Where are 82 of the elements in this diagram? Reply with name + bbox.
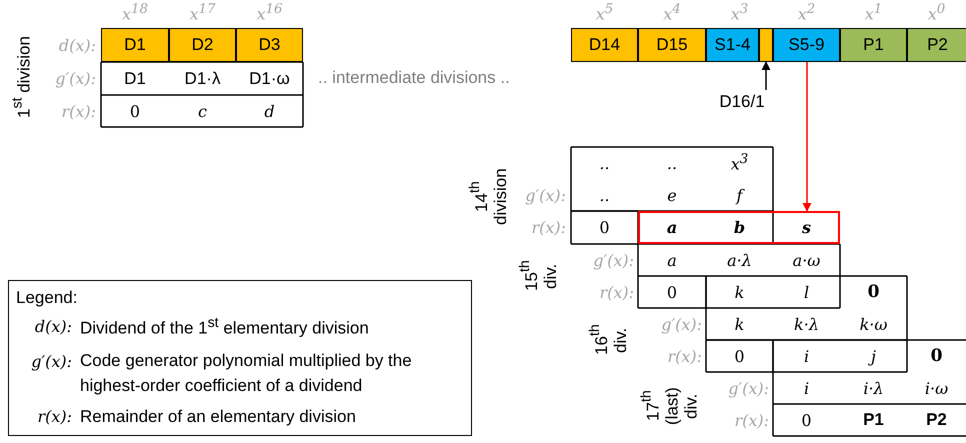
row-label: g′(x): xyxy=(727,378,769,400)
exponent-label: x$^{17}$ xyxy=(188,1,216,26)
row-label: g′(x): xyxy=(54,68,96,90)
pointer-label: D16/1 xyxy=(712,90,772,114)
coefficient-value: a·λ xyxy=(726,250,753,272)
row-label: g′(x): xyxy=(660,314,702,336)
coefficient-value: .. xyxy=(598,152,611,174)
coefficient-value: f xyxy=(706,179,773,211)
coefficient-value: P1 xyxy=(862,409,885,431)
symbol-block: D3 xyxy=(236,28,303,62)
coefficient-value: a xyxy=(666,217,678,239)
highlight-frame xyxy=(638,211,840,244)
symbol-block: D15 xyxy=(638,28,706,62)
coefficient-value: i xyxy=(802,378,810,400)
division-label: 17$^{th}$ (last) div. xyxy=(638,386,702,427)
legend-title: Legend: xyxy=(16,286,78,308)
ellipsis-note: .. intermediate divisions .. xyxy=(318,67,511,89)
coefficient-value: k·λ xyxy=(793,314,820,336)
legend-description: Dividend of the 1$^{st}$ elementary division xyxy=(80,314,370,340)
exponent-label: x$^{5}$ xyxy=(594,1,614,26)
division-label: 16$^{th}$ div. xyxy=(586,324,630,358)
coefficient-value: a·ω xyxy=(792,250,822,272)
coefficient-value: D1·λ xyxy=(184,68,222,90)
exponent-label: x$^{1}$ xyxy=(864,1,884,26)
exponent-label: x$^{3}$ xyxy=(730,151,750,176)
arrow xyxy=(802,62,812,212)
coefficient-value: 0 xyxy=(666,282,678,304)
symbol-block: P1 xyxy=(840,28,907,62)
coefficient-value: c xyxy=(197,100,208,122)
coefficient-value: k xyxy=(734,314,746,336)
legend-description: Remainder of an elementary division xyxy=(80,406,357,428)
coefficient-value: j xyxy=(840,340,907,372)
row-label: r(x): xyxy=(666,346,702,368)
symbol-block: D1 xyxy=(101,28,169,62)
coefficient-value: d xyxy=(263,100,276,122)
symbol-block: D14 xyxy=(571,28,638,62)
coefficient-value: 0 xyxy=(866,281,880,304)
coefficient-value: i·ω xyxy=(924,378,950,400)
row-label: r(x): xyxy=(60,100,96,122)
division-label: 15$^{th}$ div. xyxy=(516,260,560,294)
arrow xyxy=(762,61,770,90)
coefficient-value: e xyxy=(666,184,678,206)
coefficient-value: l xyxy=(802,282,810,304)
symbol-block: P2 xyxy=(907,28,966,62)
coefficient-value: D1 xyxy=(123,68,147,90)
coefficient-value: 0 xyxy=(128,100,142,122)
coefficient-value: .. xyxy=(666,152,678,174)
exponent-label: x$^{2}$ xyxy=(796,1,816,26)
coefficient-value: 0 xyxy=(930,345,944,368)
exponent-label: x$^{18}$ xyxy=(121,1,149,26)
coefficient-value: 0 xyxy=(800,410,813,432)
coefficient-value: .. xyxy=(598,184,611,206)
coefficient-value: i xyxy=(802,346,810,368)
coefficient-value: k xyxy=(734,282,746,304)
legend-key: g′(x): xyxy=(12,347,72,375)
legend-key: r(x): xyxy=(12,402,72,430)
exponent-label: x$^{3}$ xyxy=(730,1,750,26)
exponent-label: x$^{4}$ xyxy=(662,1,682,26)
exponent-label: x$^{0}$ xyxy=(926,1,946,26)
row-label: g′(x): xyxy=(592,250,634,272)
symbol-block: S1-4 xyxy=(706,28,759,62)
coefficient-value: P2 xyxy=(925,409,948,431)
row-label: g′(x): xyxy=(524,184,566,206)
row-label: r(x): xyxy=(530,217,566,239)
legend-description: Code generator polynomial multiplied by the highest-order coefficient of a dividend xyxy=(80,350,413,397)
coefficient-value: i·λ xyxy=(862,378,885,400)
coefficient-value: D1·ω xyxy=(248,68,291,90)
row-label: r(x): xyxy=(598,282,634,304)
division-label: 14$^{th}$ division xyxy=(466,168,510,228)
row-label: r(x): xyxy=(733,410,769,432)
symbol-block: D2 xyxy=(169,28,236,62)
coefficient-value: s xyxy=(800,217,812,239)
legend-key: d(x): xyxy=(12,312,72,340)
exponent-label: x$^{16}$ xyxy=(256,1,284,26)
symbol-block xyxy=(759,28,773,62)
coefficient-value: a xyxy=(666,250,678,272)
coefficient-value: 0 xyxy=(733,346,746,368)
row-label: d(x): xyxy=(58,34,96,56)
coefficient-value: 0 xyxy=(598,217,611,239)
coefficient-value: k·ω xyxy=(858,314,888,336)
symbol-block: S5-9 xyxy=(773,28,840,62)
coefficient-value: b xyxy=(732,217,746,239)
